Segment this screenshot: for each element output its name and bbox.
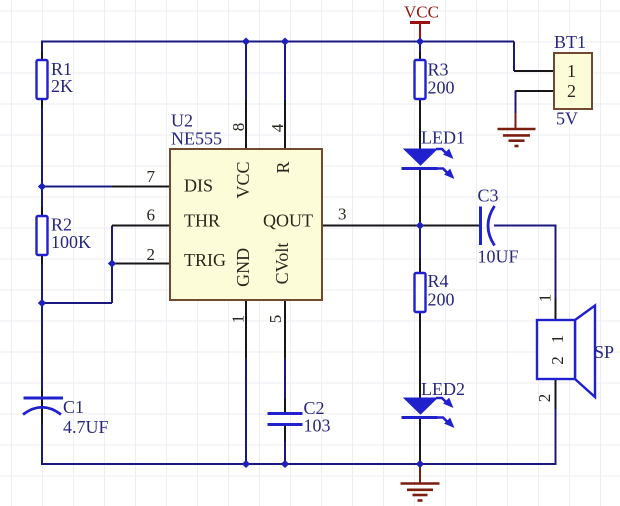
svg-text:1: 1 [229, 315, 248, 324]
svg-text:3: 3 [338, 204, 347, 223]
svg-text:4.7UF: 4.7UF [63, 417, 109, 437]
svg-text:SP: SP [594, 342, 614, 362]
svg-text:4: 4 [268, 123, 287, 132]
svg-text:200: 200 [428, 78, 455, 98]
svg-text:VCC: VCC [233, 161, 253, 198]
svg-text:R4: R4 [428, 271, 449, 291]
svg-text:TRIG: TRIG [184, 250, 226, 270]
svg-text:DIS: DIS [184, 175, 213, 195]
svg-text:GND: GND [233, 248, 253, 287]
svg-text:103: 103 [304, 416, 331, 436]
svg-text:C2: C2 [304, 398, 325, 418]
svg-text:1: 1 [548, 335, 567, 344]
svg-text:1: 1 [536, 294, 555, 303]
svg-text:R: R [273, 161, 293, 173]
svg-text:BT1: BT1 [554, 32, 586, 52]
svg-text:5V: 5V [556, 109, 578, 129]
svg-text:5: 5 [266, 315, 285, 324]
svg-text:VCC: VCC [404, 3, 439, 22]
svg-text:2: 2 [147, 245, 156, 264]
svg-text:2K: 2K [51, 76, 73, 96]
svg-text:8: 8 [229, 123, 248, 132]
svg-text:R1: R1 [51, 59, 72, 79]
svg-text:6: 6 [147, 205, 156, 224]
svg-text:QOUT: QOUT [263, 210, 313, 230]
svg-text:2: 2 [535, 394, 554, 403]
svg-text:CVolt: CVolt [272, 243, 292, 285]
svg-text:LED1: LED1 [421, 128, 465, 148]
svg-text:R2: R2 [51, 215, 72, 235]
svg-text:C1: C1 [63, 397, 84, 417]
svg-text:1: 1 [567, 61, 576, 81]
svg-text:U2: U2 [171, 111, 193, 131]
svg-text:LED2: LED2 [421, 379, 465, 399]
svg-text:2: 2 [567, 81, 576, 101]
svg-text:10UF: 10UF [478, 247, 519, 267]
svg-text:100K: 100K [51, 232, 91, 252]
svg-text:C3: C3 [478, 186, 499, 206]
svg-text:R3: R3 [428, 60, 449, 80]
svg-text:THR: THR [184, 210, 220, 230]
svg-text:200: 200 [428, 290, 455, 310]
svg-text:NE555: NE555 [171, 129, 222, 149]
svg-text:2: 2 [548, 356, 567, 365]
svg-text:7: 7 [147, 167, 156, 186]
